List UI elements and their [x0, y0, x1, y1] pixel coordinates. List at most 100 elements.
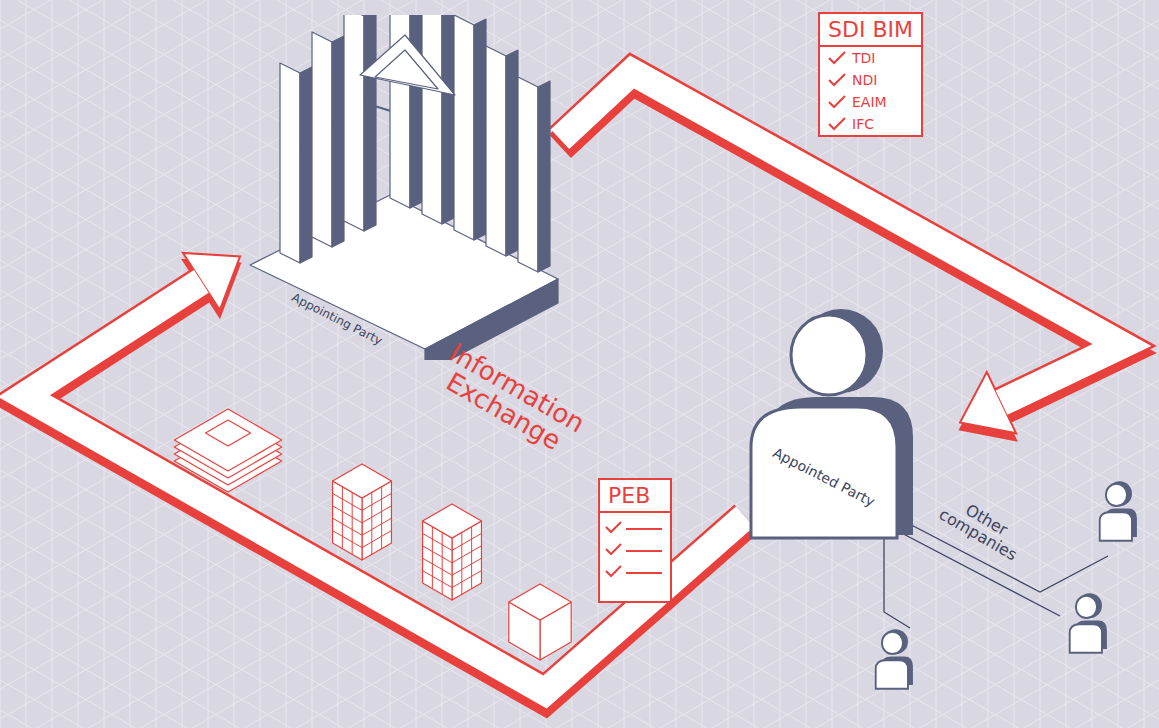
grid-line — [0, 0, 1159, 209]
grid-line — [0, 0, 1159, 239]
column-line — [432, 527, 433, 589]
grid-line — [0, 530, 1159, 728]
grid-line — [0, 0, 1159, 119]
grid-line — [0, 0, 1159, 59]
grid-line — [0, 0, 1159, 509]
grid-line — [0, 170, 1159, 728]
grid-line — [754, 0, 755, 728]
arrow-head — [960, 379, 1016, 440]
grid-line — [0, 350, 1159, 728]
pediment — [360, 35, 455, 95]
grid-line — [26, 0, 27, 728]
party-building: Appointing Party — [240, 15, 560, 360]
party-person: Appointed Party — [745, 305, 960, 540]
grid-line — [0, 0, 1159, 569]
floor-line — [333, 531, 392, 548]
grid-line — [0, 620, 1159, 728]
plan-sheet — [174, 409, 281, 471]
grid-line — [0, 80, 1159, 728]
grid-line — [0, 0, 1159, 299]
grid-line — [0, 590, 1159, 728]
deliverables — [174, 409, 571, 660]
floor-line — [423, 533, 482, 550]
grid-line — [0, 530, 1159, 728]
grid-line — [962, 0, 963, 728]
check-mark — [828, 95, 846, 109]
grid-line — [0, 0, 1159, 479]
column-line — [352, 492, 353, 554]
company-person-icon — [1100, 481, 1137, 541]
grid-line — [130, 0, 131, 728]
grid-line — [0, 110, 1159, 728]
column-line — [442, 532, 443, 594]
column-front — [486, 46, 506, 256]
grid-line — [702, 0, 703, 728]
grid-line — [0, 0, 1159, 329]
document-card: SDI BIMTDINDIEAIMIFC — [818, 12, 923, 137]
grid-line — [0, 140, 1159, 728]
grid-line — [0, 470, 1159, 728]
box-face — [423, 521, 452, 600]
grid-line — [0, 0, 1159, 539]
wall-line — [474, 112, 486, 120]
person-body — [1100, 512, 1132, 541]
grid-line — [0, 0, 1159, 659]
grid-line — [650, 0, 651, 728]
grid-line — [0, 350, 1159, 728]
box-face — [362, 481, 391, 560]
box-face — [423, 504, 482, 538]
check-stroke — [606, 544, 621, 554]
company-person-icon — [876, 629, 913, 689]
person-body — [1070, 624, 1102, 653]
checklist-row: EAIM — [820, 91, 921, 113]
grid-line — [0, 0, 1159, 359]
grid-line — [0, 0, 1159, 269]
grid-line — [0, 320, 1159, 728]
column-front — [454, 15, 474, 240]
grid-line — [0, 410, 1159, 728]
band-top — [560, 72, 1122, 403]
company-link — [884, 536, 910, 628]
plan-room — [205, 420, 250, 446]
grid-line — [572, 0, 573, 728]
grid-line — [0, 560, 1159, 728]
check-stroke — [606, 522, 621, 532]
person-drawing — [745, 305, 960, 540]
grid-line — [780, 0, 781, 728]
grid-line — [1118, 0, 1119, 728]
grid-line — [0, 440, 1159, 728]
person-body-side — [881, 657, 913, 686]
grid-line — [0, 200, 1159, 728]
box-face — [540, 602, 571, 660]
person-body-side — [1075, 621, 1107, 650]
grid-line — [0, 0, 1159, 389]
floor-line — [423, 571, 482, 588]
document-title: SDI BIM — [820, 14, 921, 47]
checklist-item: NDI — [852, 72, 877, 88]
column-line — [471, 527, 472, 589]
person-head-side — [1107, 481, 1132, 506]
band-edge — [24, 281, 745, 692]
person-body-side — [1105, 509, 1137, 538]
wall-line — [332, 124, 344, 132]
column-line — [381, 487, 382, 549]
floor-line — [333, 506, 392, 523]
column-side — [506, 50, 518, 256]
column-line — [461, 532, 462, 594]
grid-line — [0, 230, 1159, 728]
checklist-line — [626, 550, 662, 552]
pediment-inner — [375, 50, 438, 89]
band-top — [24, 281, 745, 692]
grid-line — [0, 0, 1159, 389]
column-line — [371, 492, 372, 554]
floor-line — [333, 493, 392, 510]
grid-line — [52, 0, 53, 728]
grid-line — [0, 680, 1159, 728]
grid-line — [0, 260, 1159, 728]
grid-line — [0, 470, 1159, 728]
grid-line — [1040, 0, 1041, 728]
